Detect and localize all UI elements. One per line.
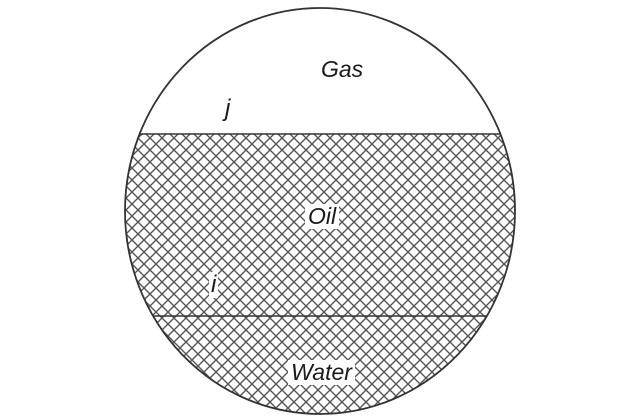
point-i-label: i	[209, 271, 219, 298]
gas-label: Gas	[321, 56, 364, 82]
point-j-label: j	[225, 95, 231, 122]
oil-label: Oil	[305, 204, 340, 229]
water-label: Water	[288, 360, 355, 385]
vessel-outline	[124, 7, 516, 415]
gas-region	[125, 8, 515, 134]
